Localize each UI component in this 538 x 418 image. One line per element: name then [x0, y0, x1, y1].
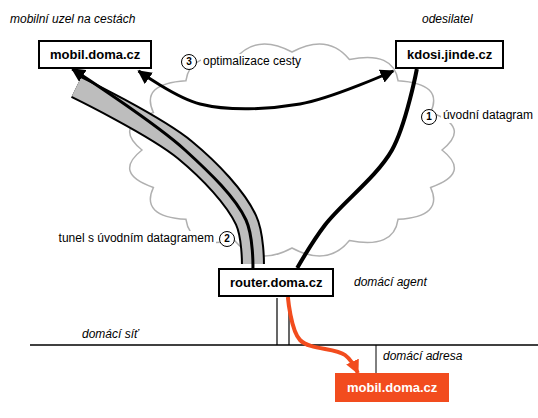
- annotation: tunel s úvodním datagramem: [57, 231, 216, 246]
- home-network-line: [30, 344, 538, 346]
- host-name: mobil.doma.cz: [347, 380, 437, 395]
- datagram-path: [297, 69, 417, 268]
- host-name: router.doma.cz: [230, 275, 322, 290]
- router-box: router.doma.cz: [218, 268, 334, 297]
- annotation: domácí agent: [352, 275, 429, 290]
- annotation: odesilatel: [420, 12, 475, 27]
- host-name: kdosi.jinde.cz: [407, 47, 492, 62]
- callout-number: 2: [219, 231, 235, 247]
- annotation: mobilní uzel na cestách: [8, 12, 137, 27]
- host-box: kdosi.jinde.cz: [395, 40, 504, 69]
- annotation: optimalizace cesty: [201, 54, 303, 69]
- annotation: úvodní datagram: [441, 108, 535, 123]
- router-stem: [276, 298, 277, 345]
- optimized-path: [139, 71, 394, 109]
- callout-number: 1: [421, 109, 437, 125]
- host-box: mobil.doma.cz: [38, 40, 152, 69]
- callout-number: 3: [181, 54, 197, 70]
- delivery-arrow: [288, 297, 358, 373]
- host-name: mobil.doma.cz: [50, 47, 140, 62]
- leader-line: [376, 345, 377, 373]
- annotation: domácí síť: [80, 327, 140, 342]
- annotation: domácí adresa: [381, 349, 464, 364]
- host-box: mobil.doma.cz: [335, 373, 449, 402]
